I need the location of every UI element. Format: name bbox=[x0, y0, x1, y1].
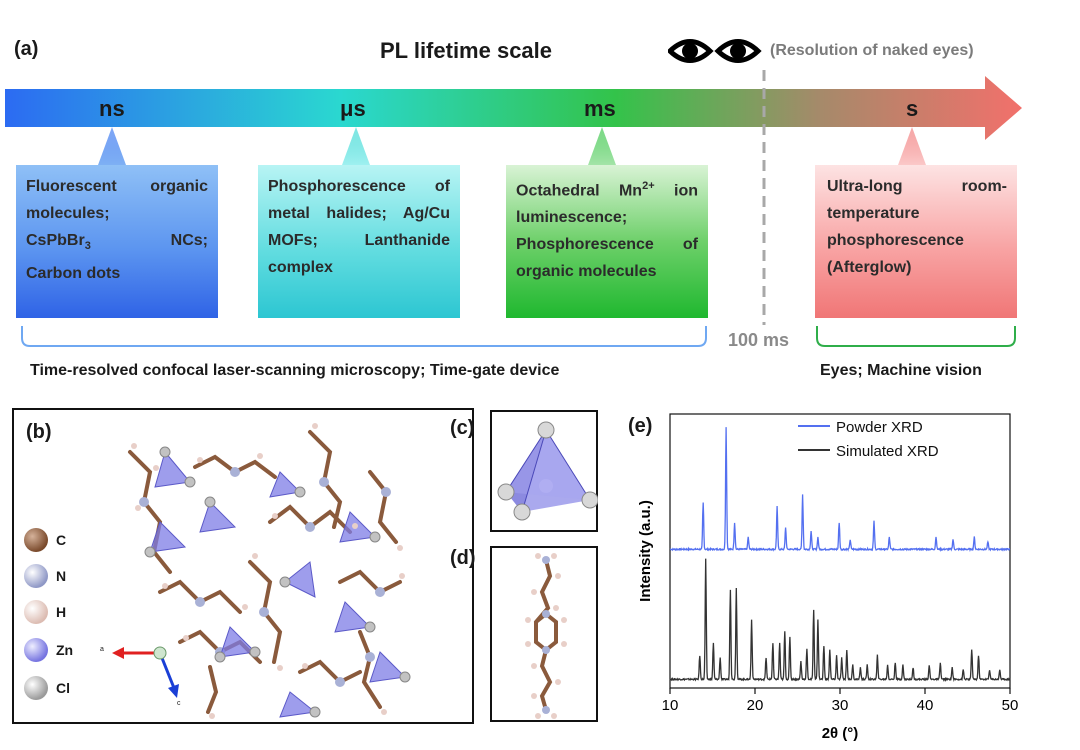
organic-cation-molecule bbox=[525, 553, 567, 719]
lifetime-arrow bbox=[5, 76, 1022, 140]
series-powder-xrd bbox=[669, 427, 1011, 552]
cl-top bbox=[537, 421, 555, 439]
atom-zn-swatch bbox=[24, 638, 48, 662]
atom-cl-swatch bbox=[24, 676, 48, 700]
pointer-us bbox=[342, 127, 370, 165]
box-ns-line2: CsPbBr3 NCs; bbox=[26, 227, 208, 260]
bracket-left bbox=[21, 326, 707, 347]
pointer-ns bbox=[98, 127, 126, 165]
panel-e-label: (e) bbox=[628, 415, 653, 437]
legend-simulated-label: Simulated XRD bbox=[836, 443, 939, 460]
cspbbr3-label: CsPbBr3 bbox=[26, 232, 91, 253]
box-s: Ultra-long room-temperature phosphoresce… bbox=[815, 165, 1017, 318]
series-simulated-xrd bbox=[669, 558, 1011, 683]
x-tick-label: 20 bbox=[747, 697, 764, 714]
legend-cl: Cl bbox=[24, 676, 70, 700]
atom-c-swatch bbox=[24, 528, 48, 552]
threshold-label: 100 ms bbox=[728, 330, 790, 350]
eye-left-icon bbox=[668, 39, 714, 63]
axis-a-label: a bbox=[100, 646, 104, 653]
cl-left bbox=[497, 483, 515, 501]
pointer-triangles bbox=[98, 127, 926, 165]
scale-ns: ns bbox=[99, 96, 125, 121]
legend-powder-label: Powder XRD bbox=[836, 419, 923, 436]
legend-c: C bbox=[24, 528, 66, 552]
scale-ms: ms bbox=[584, 96, 616, 121]
y-axis-label: Intensity (a.u.) bbox=[637, 500, 654, 602]
axes-indicator bbox=[112, 646, 179, 698]
bracket-right bbox=[816, 326, 1016, 347]
atom-n-swatch bbox=[24, 564, 48, 588]
cl-bottom bbox=[513, 503, 531, 521]
x-tick-label: 40 bbox=[917, 697, 934, 714]
box-ms: Octahedral Mn2+ ion luminescence; Phosph… bbox=[506, 165, 708, 318]
resolution-note: (Resolution of naked eyes) bbox=[770, 42, 974, 59]
box-ns-line3: Carbon dots bbox=[26, 265, 121, 283]
zn-center bbox=[539, 479, 553, 493]
scale-us: μs bbox=[340, 96, 366, 121]
method-left-label: Time-resolved confocal laser-scanning mi… bbox=[30, 362, 560, 379]
legend-zn: Zn bbox=[24, 638, 73, 662]
h-atoms bbox=[131, 423, 405, 719]
pl-lifetime-title: PL lifetime scale bbox=[380, 38, 553, 63]
panel-b-label: (b) bbox=[26, 421, 52, 443]
cl-right bbox=[581, 491, 598, 509]
panel-d-label: (d) bbox=[450, 547, 476, 569]
legend-h: H bbox=[24, 600, 66, 624]
xrd-chart: 10 20 30 40 50 Intensity (a.u.) 2θ (°) Powde… bbox=[637, 413, 1019, 742]
method-right-label: Eyes; Machine vision bbox=[820, 362, 982, 379]
pointer-s bbox=[898, 127, 926, 165]
panel-a-label: (a) bbox=[14, 38, 39, 60]
x-tick-label: 10 bbox=[662, 697, 679, 714]
box-ns: Fluorescent organic molecules; CsPbBr3 N… bbox=[16, 165, 218, 318]
zncl4-tetrahedron bbox=[497, 421, 598, 521]
atom-h-swatch bbox=[24, 600, 48, 624]
pointer-ms bbox=[588, 127, 616, 165]
box-us: Phosphorescence of metal halides; Ag/Cu … bbox=[258, 165, 460, 318]
threshold-dashed-line bbox=[762, 70, 766, 325]
panel-c-label: (c) bbox=[450, 417, 475, 439]
scale-s: s bbox=[906, 96, 919, 121]
x-tick-label: 50 bbox=[1002, 697, 1019, 714]
ncs-label: NCs; bbox=[170, 232, 208, 249]
crystal-packing-image bbox=[128, 423, 411, 719]
eyes-icon bbox=[668, 39, 762, 63]
legend-n: N bbox=[24, 564, 66, 588]
method-brackets bbox=[21, 326, 1016, 347]
cl-atoms bbox=[144, 446, 411, 718]
x-tick-label: 30 bbox=[832, 697, 849, 714]
eye-right-icon bbox=[714, 39, 762, 63]
box-ns-line1: Fluorescent organic molecules; bbox=[26, 178, 208, 222]
chart-legend: Powder XRD Simulated XRD bbox=[798, 419, 939, 460]
x-axis-label: 2θ (°) bbox=[822, 725, 859, 742]
axis-c-label: c bbox=[177, 700, 181, 707]
